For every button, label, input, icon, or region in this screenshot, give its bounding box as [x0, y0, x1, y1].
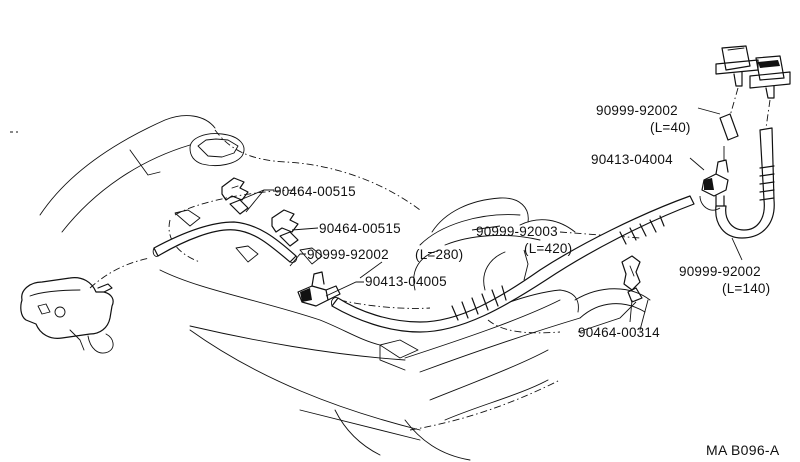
hose-left-l280	[152, 221, 298, 263]
label-hose-top-part: 90999-92002	[596, 103, 678, 118]
label-hose-center-part: 90999-92003	[476, 224, 558, 239]
hose-center-l420	[331, 195, 695, 333]
clip-right-90464-00314	[621, 255, 643, 303]
clip-upper-90464-00515	[221, 177, 249, 215]
label-clip-middle: 90464-00515	[319, 221, 401, 236]
label-clip-right: 90464-00314	[578, 325, 660, 340]
label-hose-top-length: (L=40)	[650, 120, 691, 135]
label-tee-left: 90413-04005	[365, 274, 447, 289]
vsv-valves	[715, 45, 791, 99]
throttle-body-left	[20, 277, 114, 354]
hose-right-l140	[715, 99, 775, 239]
label-hose-left-length: (L=280)	[415, 247, 463, 262]
label-hose-right-part: 90999-92002	[679, 264, 761, 279]
leader-lines	[239, 107, 743, 333]
label-hose-center-length: (L=420)	[524, 241, 572, 256]
engine-outline	[10, 115, 651, 461]
tee-left-90413-04005	[297, 271, 341, 307]
reference-code: MA B096-A	[706, 442, 780, 458]
tee-right-90413-04004	[701, 159, 729, 209]
label-clip-upper: 90464-00515	[274, 184, 356, 199]
clip-middle-90464-00515	[271, 209, 299, 247]
label-tee-right: 90413-04004	[591, 152, 673, 167]
part-labels: 90464-00515 90464-00515 90999-92002 (L=2…	[274, 103, 770, 340]
hose-top-l40	[719, 87, 739, 160]
label-hose-left-part: 90999-92002	[307, 247, 389, 262]
label-hose-right-length: (L=140)	[722, 281, 770, 296]
